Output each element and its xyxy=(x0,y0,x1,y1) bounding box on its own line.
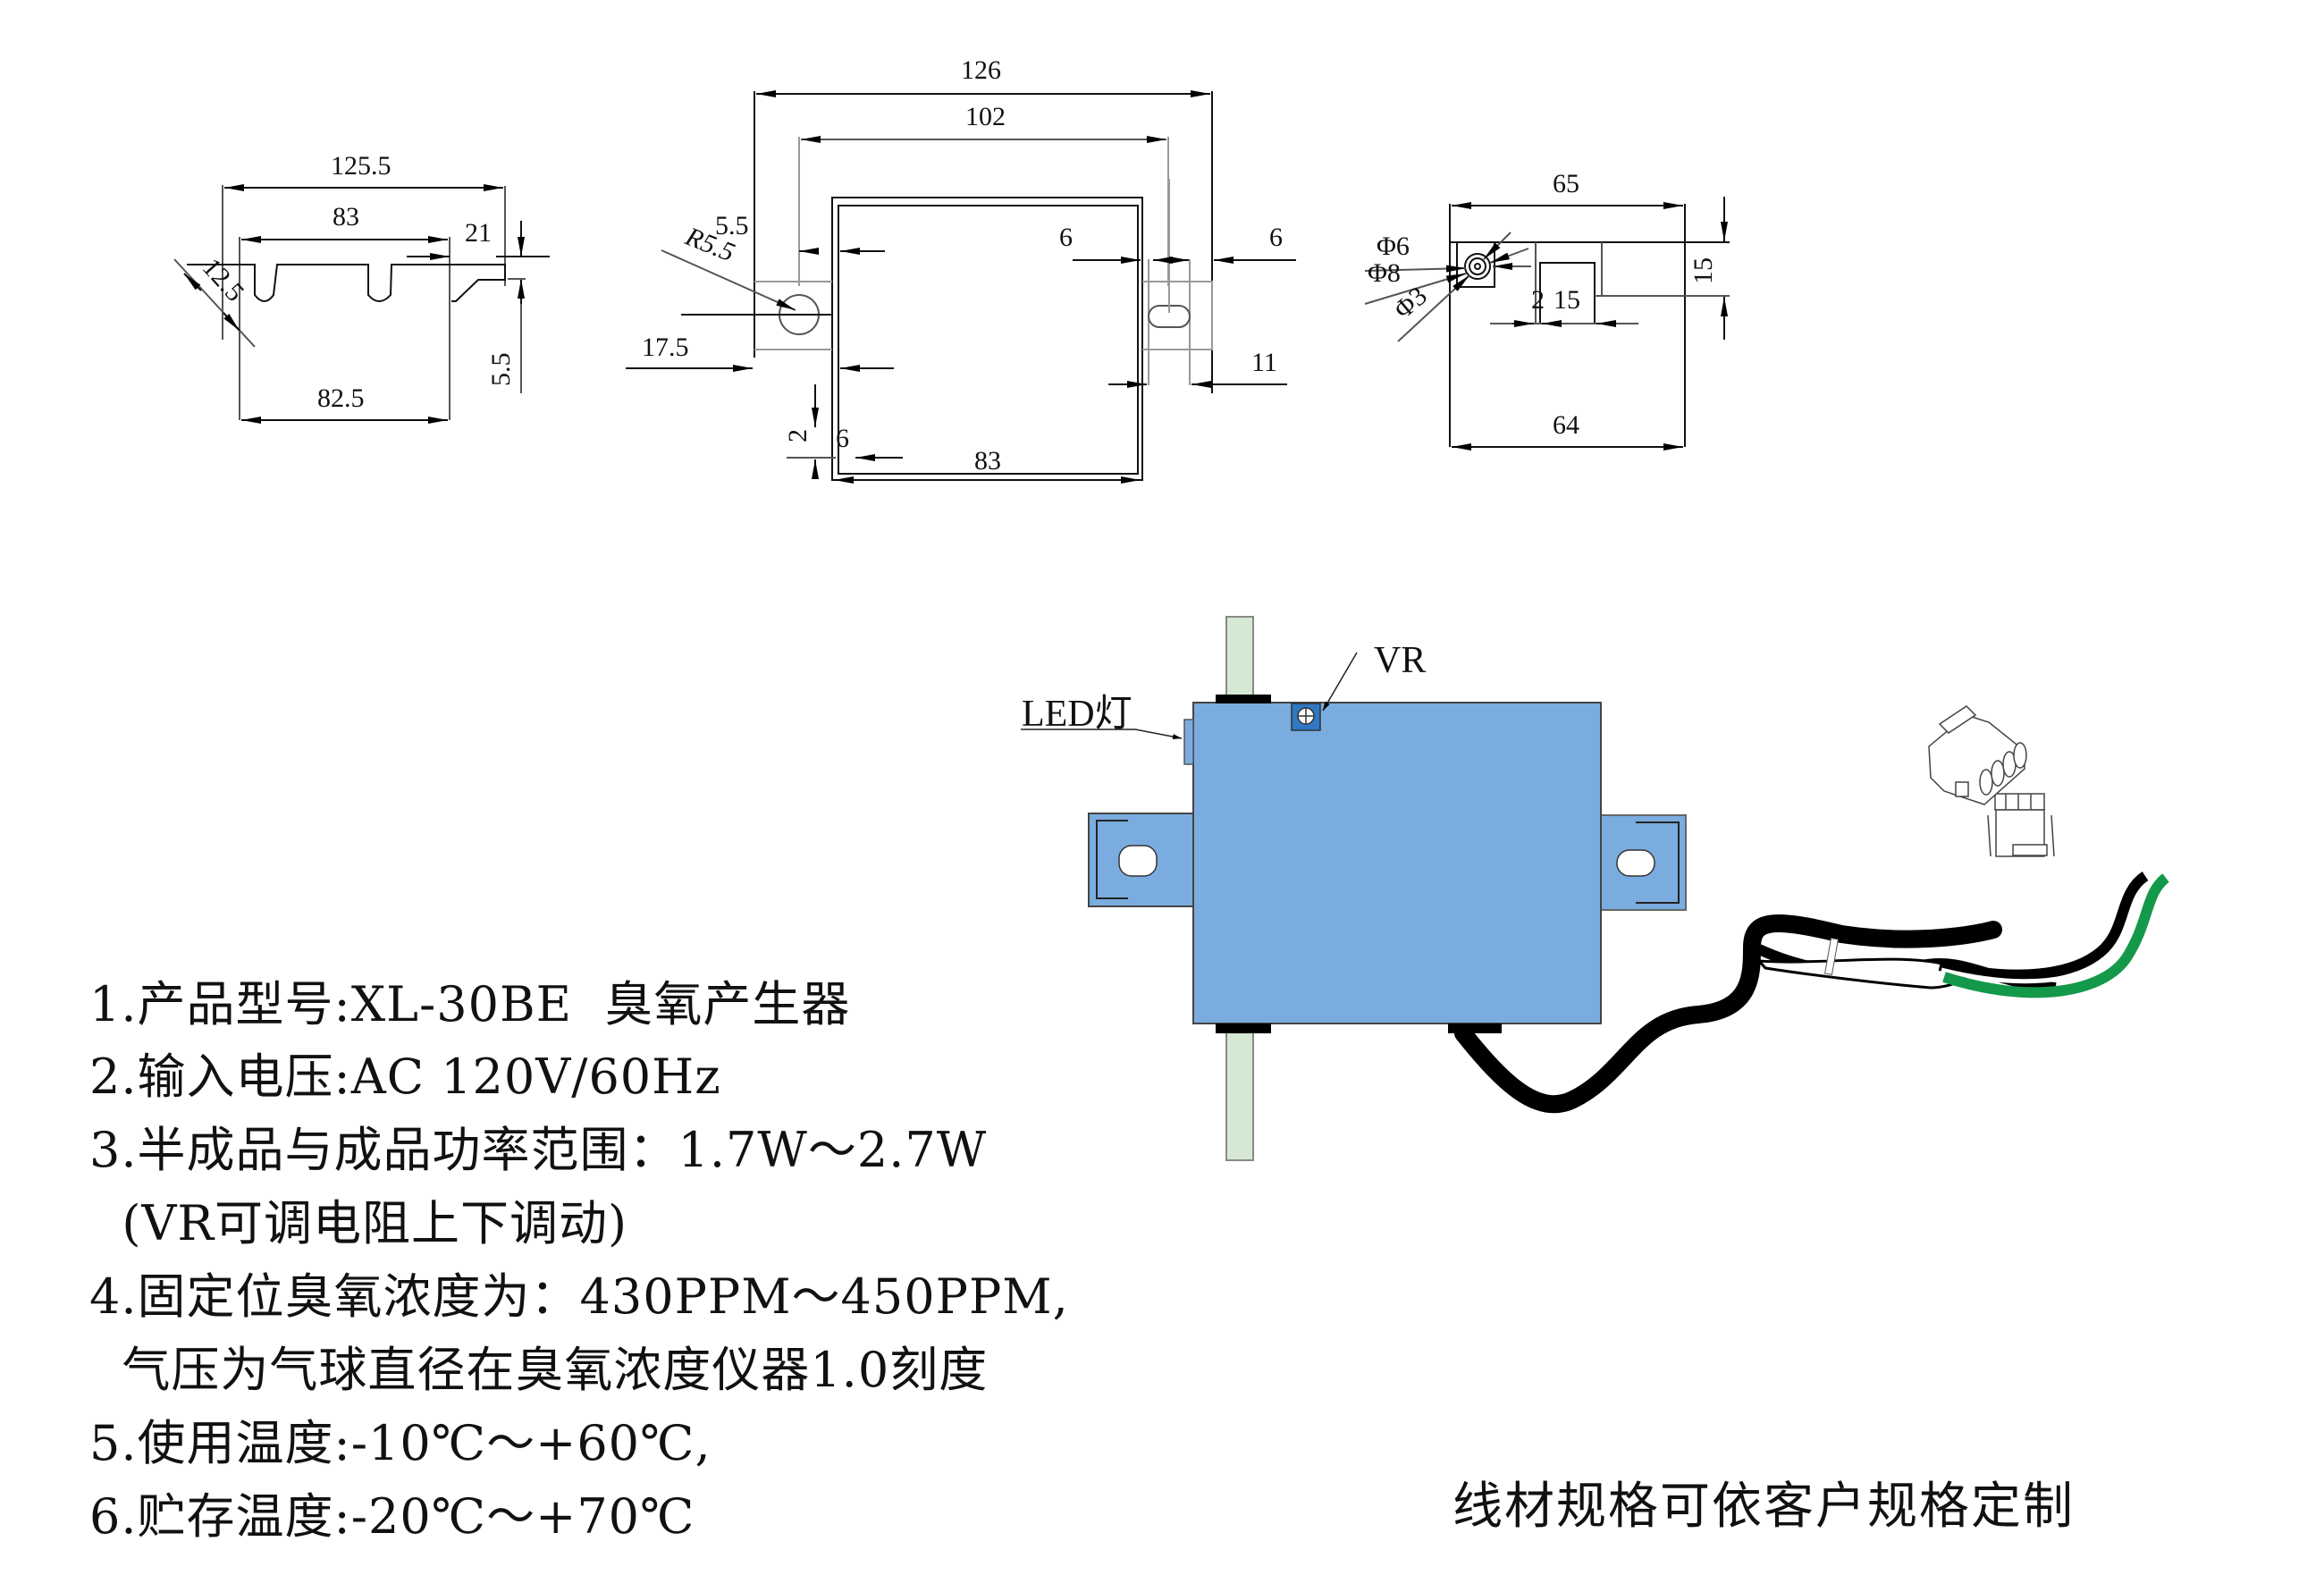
dim-phi6: Φ6 xyxy=(1377,232,1410,261)
dim-bottom-gap-2: 2 xyxy=(783,429,813,442)
generator-body xyxy=(1192,702,1602,1024)
mounting-ear-right xyxy=(1591,814,1687,911)
dim-gap-left-6: 6 xyxy=(1059,223,1073,252)
spec-line-4-note: 气压为气球直径在臭氧浓度仪器1.0刻度 xyxy=(89,1342,989,1398)
connector-receptacle xyxy=(1928,705,2027,805)
spec-line-2: 2.输入电压:AC 120V/60Hz xyxy=(89,1049,721,1105)
dim-height: 5.5 xyxy=(486,353,516,387)
top-view: 126 102 5.5 R5.5 17.5 6 6 11 xyxy=(626,55,1296,484)
dim-left-ear: 17.5 xyxy=(642,333,689,362)
dim-offset: 21 xyxy=(465,218,492,248)
dim-bottom-length-83: 83 xyxy=(974,446,1001,476)
bracket-view: 125.5 83 21 5.5 12.5 82.5 xyxy=(173,151,550,424)
dim-overall: 125.5 xyxy=(331,151,392,181)
spec-line-4: 4.固定位臭氧浓度为：430PPM～450PPM, xyxy=(89,1268,1069,1325)
spec-line-1: 1.产品型号:XL-30BE 臭氧产生器 xyxy=(89,976,851,1032)
vr-potentiometer[interactable] xyxy=(1291,703,1321,731)
spec-line-3-note: (VR可调电阻上下调动) xyxy=(89,1195,628,1251)
dim-window-height-15: 15 xyxy=(1688,257,1718,284)
side-view: 65 Φ6 Φ8 Φ3 2 15 15 64 xyxy=(1364,169,1730,451)
dim-slot: 12.5 xyxy=(197,253,250,307)
wire-spec-note: 线材规格可依客户规格定制 xyxy=(1452,1478,2075,1536)
dim-overall-126: 126 xyxy=(961,55,1001,85)
led-indicator xyxy=(1183,719,1194,765)
dim-small-gap-2: 2 xyxy=(1531,285,1545,315)
ozone-generator-illustration: VR LED灯 xyxy=(1021,616,2170,1161)
dim-body-102: 102 xyxy=(965,102,1006,131)
spec-line-3: 3.半成品与成品功率范围：1.7W～2.7W xyxy=(89,1122,988,1178)
mounting-ear-left xyxy=(1088,813,1195,907)
dim-gap-right-6: 6 xyxy=(1269,223,1283,252)
spec-line-6: 6.贮存温度:-20℃～+70℃ xyxy=(89,1488,695,1545)
dim-window-15: 15 xyxy=(1554,285,1580,315)
wire-harness xyxy=(1454,872,2170,1114)
dim-base: 82.5 xyxy=(317,383,365,413)
spec-line-5: 5.使用温度:-10℃～+60℃, xyxy=(89,1415,712,1471)
led-label: LED灯 xyxy=(1022,694,1133,735)
dim-bottom-width-64: 64 xyxy=(1553,410,1579,440)
dim-phi8: Φ8 xyxy=(1368,258,1401,288)
dim-slot-11: 11 xyxy=(1251,348,1277,377)
dim-top-width-65: 65 xyxy=(1553,169,1579,198)
dim-bottom-side-6: 6 xyxy=(836,424,849,453)
dim-inner: 83 xyxy=(333,202,359,232)
dim-hole-offset: 5.5 xyxy=(715,211,749,240)
vr-label: VR xyxy=(1374,640,1426,681)
connector-plug xyxy=(1987,793,2055,857)
electrode-top xyxy=(1225,616,1254,707)
electrode-bottom xyxy=(1225,1018,1254,1161)
